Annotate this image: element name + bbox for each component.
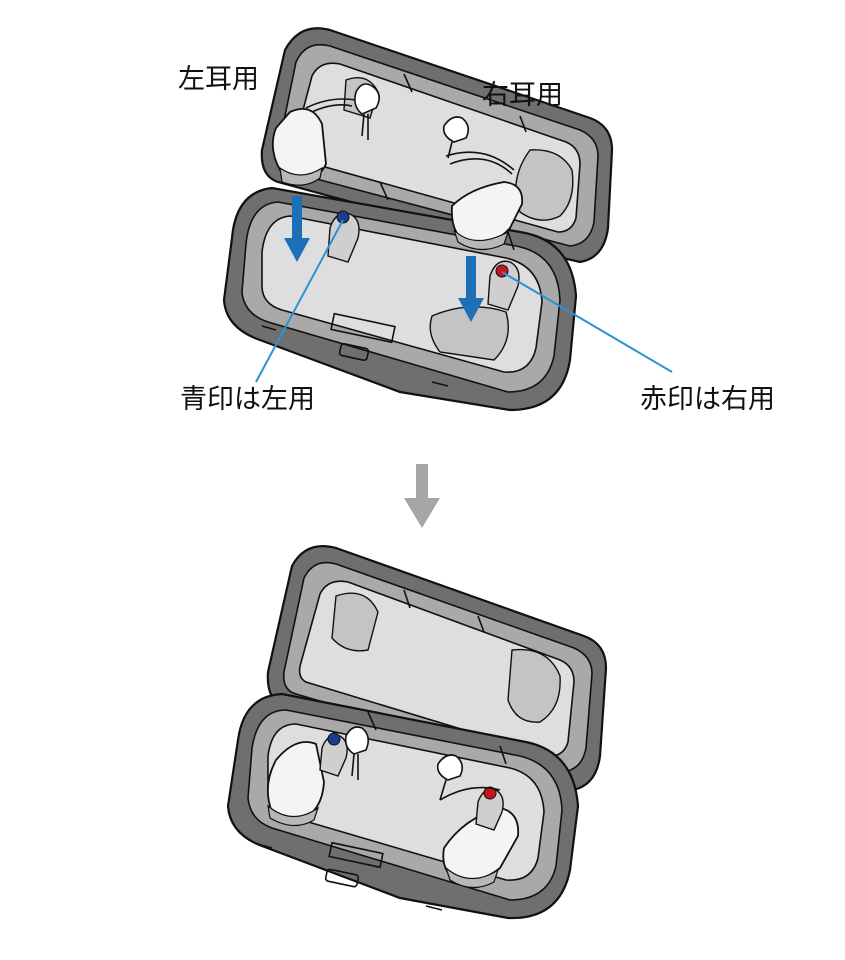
charging-port-right <box>487 260 520 311</box>
leader-line-blue <box>255 219 344 383</box>
blue-mark-icon <box>327 732 341 746</box>
label-right-ear: 右耳用 <box>482 80 563 111</box>
insert-arrow-right <box>458 256 484 322</box>
red-mark-icon <box>483 786 497 800</box>
hearing-aid-left-seated <box>266 726 370 827</box>
insert-arrow-left <box>284 196 310 262</box>
blue-mark-icon <box>336 210 350 224</box>
label-left-ear: 左耳用 <box>178 64 259 95</box>
label-blue-mark: 青印は左用 <box>180 384 315 415</box>
top-illustration: 左耳用 右耳用 青印は左用 赤印は右用 <box>178 27 775 415</box>
hearing-aid-right <box>442 116 524 251</box>
leader-line-red <box>501 271 673 373</box>
hearing-aid-left <box>271 83 380 186</box>
step-arrow-icon <box>404 464 440 528</box>
charging-port-left <box>327 210 360 263</box>
bottom-illustration <box>226 545 608 920</box>
label-red-mark: 赤印は右用 <box>640 384 775 415</box>
case-lid-bottom <box>266 545 608 792</box>
hearing-aid-right-seated <box>436 754 520 889</box>
